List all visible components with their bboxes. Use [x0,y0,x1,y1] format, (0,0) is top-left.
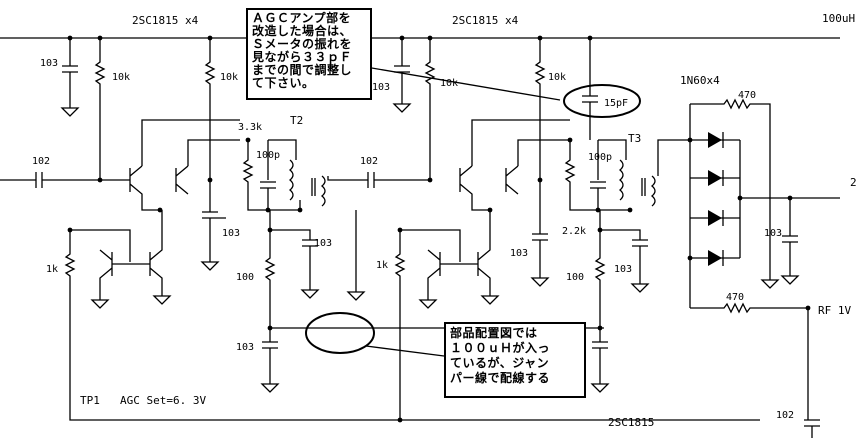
cap-103-left [60,38,80,117]
jumper-marker [305,312,375,354]
label-tp1: TP1 [80,394,100,407]
label-100uh: 100uH [822,12,855,25]
resistor-470-bottom [690,302,820,438]
resistor-470-top [690,98,780,289]
resistor-10k-left-2 [200,38,226,271]
transistor-q2 [175,165,189,195]
ground-lead-t2 [346,210,366,301]
label-102-a: 102 [32,156,50,167]
transistor-agc-right [418,249,441,309]
label-102-c: 102 [776,410,794,421]
junctions [67,35,811,423]
transistor-q3 [459,165,490,211]
cap-103-bridge [780,198,800,285]
diode-d2 [708,170,722,186]
label-transistors-left: 2SC1815 x4 [132,14,199,27]
resistor-100-right [594,230,606,328]
label-transistors-right: 2SC1815 x4 [452,14,519,27]
note-agc-adjust: ＡＧＣアンプ部を 改造した場合は、 Ｓメータの振れを 見ながら３３ｐＦ までの間… [246,8,372,100]
label-100p-a: 100p [256,150,280,161]
transistor-q1 [129,165,160,211]
label-103-a: 103 [40,58,58,69]
cap-103-left-bottom [269,210,320,299]
cap-100p-left [260,140,276,210]
label-10k-b: 10k [220,72,238,83]
label-transistor-bottom: 2SC1815 [608,416,654,429]
resistor-1k-left [64,230,400,421]
label-10k-d: 10k [548,72,566,83]
cap-103-right-bypass [590,328,610,393]
label-1k-b: 1k [376,260,388,271]
label-10k-c: 10k [440,78,458,89]
label-rf: RF 1V [818,304,851,317]
label-edge-2: 2 [850,176,857,189]
diode-d1 [708,132,722,148]
resistor-3-3k [242,140,300,211]
label-100-a: 100 [236,272,254,283]
resistor-2-2k [564,140,630,211]
label-100-b: 100 [566,272,584,283]
resistor-1k-right [394,230,760,421]
label-3-3k: 3.3k [238,122,262,133]
transistor-agc-left-2 [112,210,172,305]
label-agc-set: AGC Set=6. 3V [120,394,206,407]
label-103-h: 103 [764,228,782,239]
cap-15pf [582,38,598,140]
transformer-t2 [288,159,326,207]
label-100p-b: 100p [588,152,612,163]
resistor-10k-right [424,38,436,180]
label-102-b: 102 [360,156,378,167]
transistor-agc-left [90,249,113,309]
cap-102-input [0,172,130,188]
transistor-agc-right-2 [440,210,500,305]
label-1k-a: 1k [46,264,58,275]
label-470-a: 470 [738,90,756,101]
resistor-10k-right-2 [530,38,550,287]
label-103-b: 103 [222,228,240,239]
label-2-2k: 2.2k [562,226,586,237]
label-103-f: 103 [510,248,528,259]
cap-103-right [392,38,412,113]
label-470-b: 470 [726,292,744,303]
diode-d3 [708,210,722,226]
resistor-10k-left [94,38,106,180]
diode-d4 [708,250,722,266]
trim-cap-marker [563,84,641,118]
label-10k-a: 10k [112,72,130,83]
cap-100p-right [590,140,606,210]
cap-103-right-bottom [599,210,650,293]
label-103-e: 103 [372,82,390,93]
label-103-d: 103 [236,342,254,353]
resistor-100-left [264,230,276,328]
label-diodes: 1N60x4 [680,74,720,87]
label-103-g: 103 [614,264,632,275]
transformer-t3 [618,159,656,207]
label-15pf: 15pF [604,98,628,109]
note-jumper-wire: 部品配置図では １００ｕＨが入っ ているが、ジャン パー線で配線する [444,322,586,398]
label-t2: T2 [290,114,303,127]
cap-103-left-bypass [260,328,280,393]
label-t3: T3 [628,132,641,145]
label-103-c: 103 [314,238,332,249]
transistor-q4 [505,165,519,195]
